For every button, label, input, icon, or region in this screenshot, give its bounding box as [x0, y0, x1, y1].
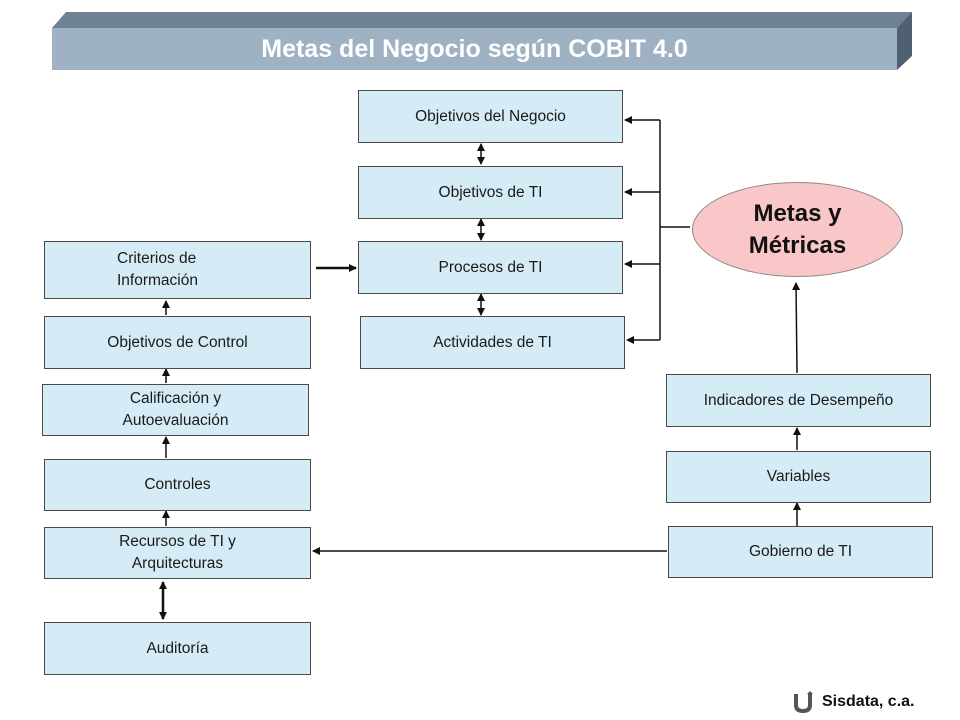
box-objetivos-negocio: Objetivos del Negocio — [358, 90, 623, 143]
box-gobierno-ti: Gobierno de TI — [668, 526, 933, 578]
box-procesos-ti: Procesos de TI — [358, 241, 623, 294]
title-banner — [52, 12, 912, 70]
box-criterios-informacion: Criterios de Información — [44, 241, 311, 299]
box-controles: Controles — [44, 459, 311, 511]
brand: Sisdata, c.a. — [792, 690, 915, 714]
sisdata-logo-icon — [794, 691, 813, 713]
box-variables: Variables — [666, 451, 931, 503]
box-indicadores-desempeno: Indicadores de Desempeño — [666, 374, 931, 427]
box-calificacion: Calificación y Autoevaluación — [42, 384, 309, 436]
brand-name: Sisdata, c.a. — [822, 693, 915, 710]
box-objetivos-control: Objetivos de Control — [44, 316, 311, 369]
metas-metricas-ellipse: Metas y Métricas — [692, 182, 903, 277]
box-objetivos-ti: Objetivos de TI — [358, 166, 623, 219]
box-auditoria: Auditoría — [44, 622, 311, 675]
box-recursos-ti: Recursos de TI y Arquitecturas — [44, 527, 311, 579]
page-title: Metas del Negocio según COBIT 4.0 — [261, 34, 688, 63]
box-actividades-ti: Actividades de TI — [360, 316, 625, 369]
